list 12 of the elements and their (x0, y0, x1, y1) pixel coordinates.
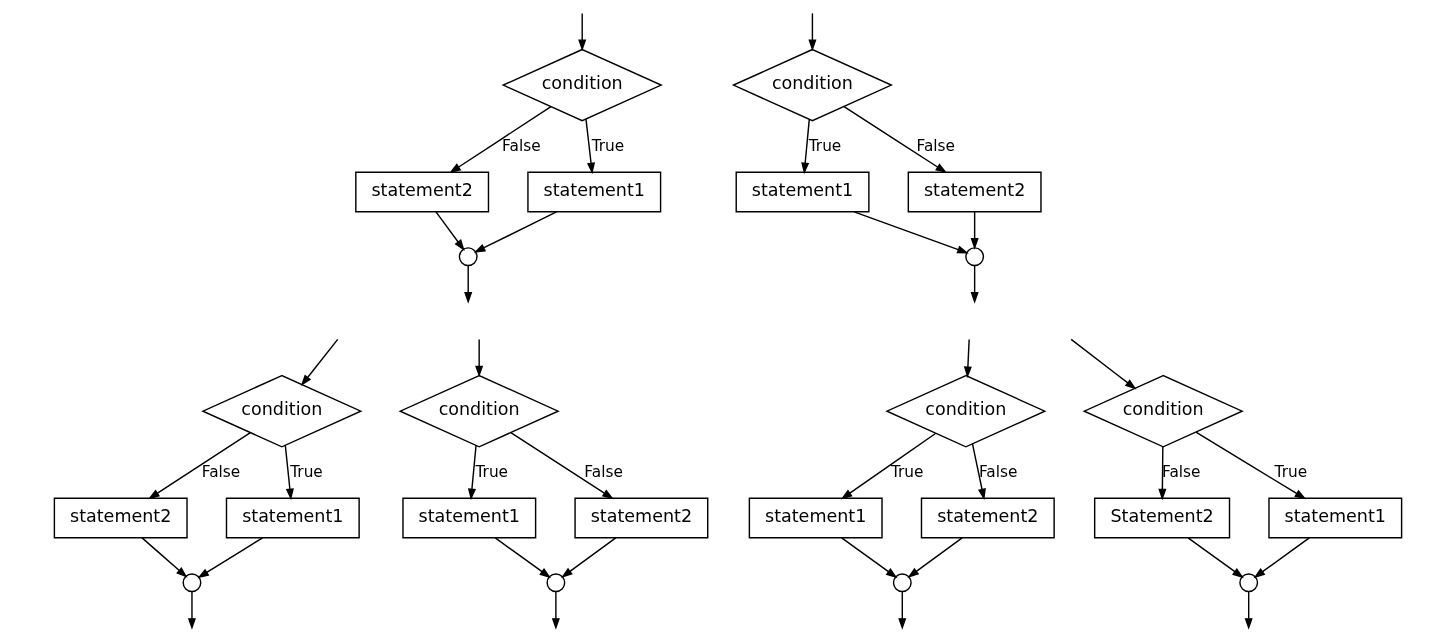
edge-label: False (915, 136, 955, 155)
edge-label: False (201, 462, 240, 481)
edge-label: True (808, 136, 841, 155)
edge-label: True (474, 462, 508, 481)
edge-label: True (591, 136, 624, 155)
edge-label: True (289, 462, 323, 481)
edge-label: False (501, 136, 541, 155)
edge-label: False (1161, 462, 1201, 481)
edge-label: True (890, 462, 924, 481)
edge-label: False (978, 462, 1017, 481)
edge-label: True (1274, 462, 1307, 481)
edge-label: False (583, 462, 623, 481)
